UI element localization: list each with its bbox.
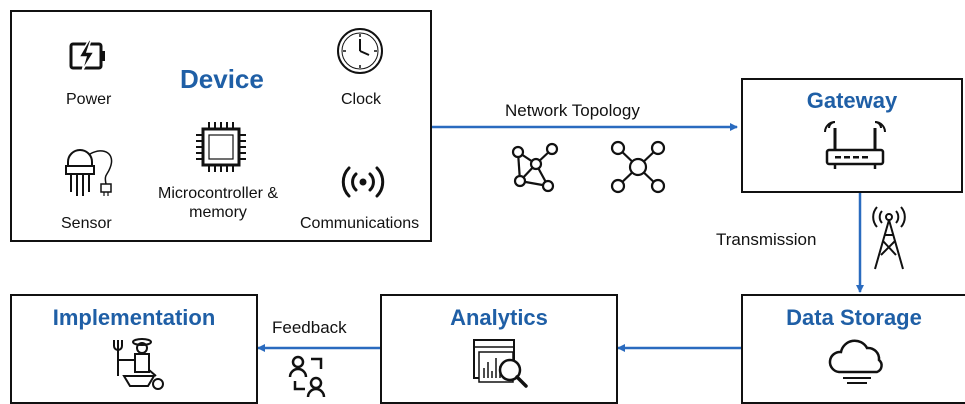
star-network-icon: [608, 137, 668, 202]
chip-icon: [195, 121, 247, 178]
sensor-label: Sensor: [61, 215, 112, 232]
data-storage-box: Data Storage: [741, 294, 965, 404]
device-box: Device Power Clock: [10, 10, 432, 242]
implementation-title: Implementation: [52, 305, 216, 330]
dashboard-magnifier-icon: [472, 338, 532, 395]
sensor-probe-icon: [60, 144, 122, 211]
clock-icon: [335, 26, 385, 81]
feedback-label: Feedback: [272, 318, 347, 337]
gateway-title: Gateway: [806, 88, 898, 113]
antenna-tower-icon: [869, 206, 909, 276]
mesh-network-icon: [508, 141, 562, 200]
gateway-box: Gateway: [741, 78, 963, 193]
device-title: Device: [180, 64, 264, 94]
analytics-title: Analytics: [450, 305, 548, 330]
broadcast-icon: [338, 164, 388, 205]
microcontroller-label: Microcontroller & memory: [158, 185, 279, 221]
power-label: Power: [66, 91, 112, 108]
battery-bolt-icon: [68, 37, 108, 78]
analytics-box: Analytics: [380, 294, 618, 404]
clock-label: Clock: [341, 91, 382, 108]
transmission-label: Transmission: [716, 230, 817, 249]
router-icon: [823, 120, 887, 179]
communications-label: Communications: [300, 215, 420, 232]
cloud-icon: [825, 338, 889, 391]
people-exchange-icon: [287, 353, 329, 402]
farmer-icon: [110, 336, 170, 397]
implementation-box: Implementation: [10, 294, 258, 404]
network-topology-label: Network Topology: [505, 101, 640, 120]
data-storage-title: Data Storage: [786, 305, 922, 330]
